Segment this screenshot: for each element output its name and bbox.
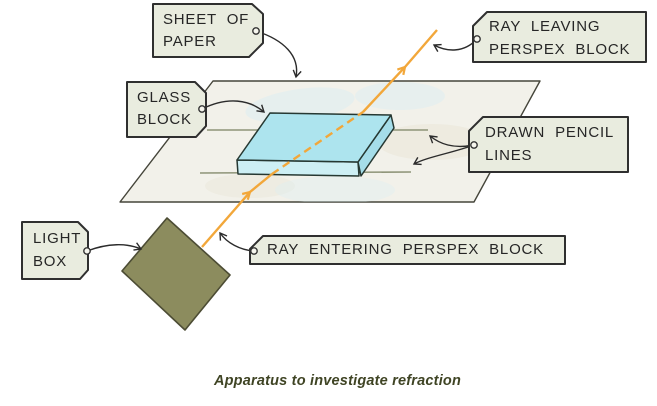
ray-entering-tag xyxy=(249,235,566,265)
label-line: SHEET OF xyxy=(163,11,250,28)
glass-block-label: GLASS BLOCK xyxy=(137,87,192,131)
emerging-ray xyxy=(362,29,438,113)
tag-hole-icon xyxy=(470,141,478,149)
glass-block-pointer xyxy=(201,100,266,113)
paper-smudge xyxy=(205,174,295,198)
sheet-of-paper-tag xyxy=(152,3,264,58)
glass-block-tag xyxy=(126,81,207,138)
label-tags xyxy=(21,3,647,280)
label-line: RAY ENTERING PERSPEX BLOCK xyxy=(267,241,544,258)
label-line: LIGHT xyxy=(33,230,82,247)
light-box-pointer xyxy=(86,242,143,252)
light-ray xyxy=(201,29,438,248)
incident-ray xyxy=(201,173,273,248)
glass-block-top-face xyxy=(236,112,392,163)
diagram-caption: Apparatus to investigate refraction xyxy=(213,373,462,389)
ray-leaving-tag xyxy=(472,11,647,63)
ray-leaving-label: RAY LEAVING PERSPEX BLOCK xyxy=(489,15,630,61)
drawn-pencil-lines-tag xyxy=(468,116,629,173)
tag-hole-icon xyxy=(198,105,206,113)
light-box-tag xyxy=(21,221,89,280)
drawn-pencil-lines-label: DRAWN PENCIL LINES xyxy=(485,121,614,167)
label-line: LINES xyxy=(485,147,533,164)
label-line: DRAWN PENCIL xyxy=(485,124,615,141)
label-line: PAPER xyxy=(163,33,217,50)
ray-entering-pointer xyxy=(219,231,255,252)
tag-hole-icon xyxy=(250,247,258,255)
label-line: BOX xyxy=(33,253,68,270)
label-line: GLASS xyxy=(137,89,192,106)
sheet-of-paper-label: SHEET OF PAPER xyxy=(163,9,249,53)
paper-smudge xyxy=(275,176,395,202)
label-line: BLOCK xyxy=(137,111,192,128)
light-box xyxy=(121,217,231,331)
light-box-label: LIGHT BOX xyxy=(33,227,81,273)
label-line: RAY LEAVING xyxy=(489,18,601,35)
ray-leaving-pointer xyxy=(432,38,478,52)
paper-smudge xyxy=(355,82,445,110)
label-line: PERSPEX BLOCK xyxy=(489,41,631,58)
tag-hole-icon xyxy=(252,27,260,35)
glass-block xyxy=(236,112,395,177)
refracted-ray-inside-block xyxy=(271,111,364,175)
tag-hole-icon xyxy=(83,247,91,255)
tag-hole-icon xyxy=(473,35,481,43)
ray-entering-label: RAY ENTERING PERSPEX BLOCK xyxy=(267,242,544,258)
